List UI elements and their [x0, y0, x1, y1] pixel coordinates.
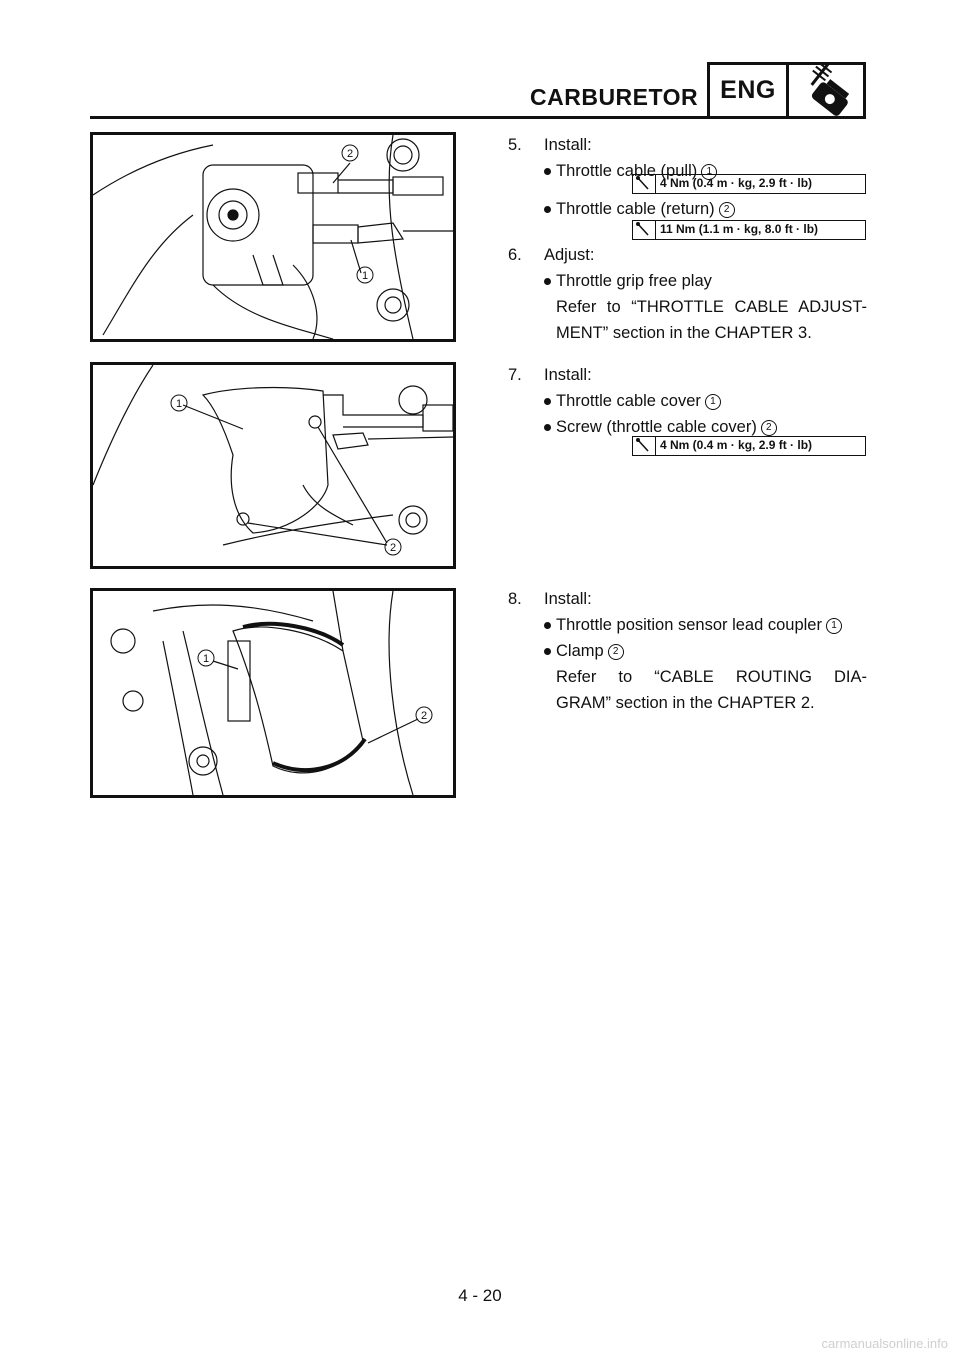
torque-wrench-icon: [633, 437, 656, 455]
bullet-item: Throttle grip free play: [544, 268, 712, 294]
torque-wrench-icon: [633, 221, 656, 239]
bullet-text: Throttle grip free play: [556, 272, 712, 290]
callout-number: 1: [701, 163, 718, 180]
step-number: 5.: [508, 136, 522, 154]
page-number: 4 - 20: [458, 1286, 502, 1305]
footer-watermark: carmanualsonline.info: [821, 1336, 948, 1351]
torque-value: 11 Nm (1.1 m · kg, 8.0 ft · lb): [660, 222, 819, 236]
reference-text: MENT” section in the CHAPTER 3.: [556, 324, 812, 342]
step-number: 8.: [508, 590, 522, 608]
step-5: 5. Install:: [508, 132, 592, 158]
callout-number: 2: [760, 419, 777, 436]
callout-number: 2: [718, 201, 735, 218]
figure-1-callout-a: 2: [347, 148, 353, 160]
step-action: Install:: [544, 136, 592, 154]
step-8: 8. Install:: [508, 586, 592, 612]
step-action: Install:: [544, 590, 592, 608]
step-action: Adjust:: [544, 246, 595, 264]
figure-throttle-cables: 2 1: [90, 132, 456, 342]
figure-3-callout-a: 1: [203, 653, 209, 665]
figure-3-callout-b: 2: [421, 710, 427, 722]
figure-tps-coupler-clamp: 1 2: [90, 588, 456, 798]
torque-spec: 4 Nm (0.4 m · kg, 2.9 ft · lb): [632, 436, 866, 456]
reference-text: GRAM” section in the CHAPTER 2.: [556, 694, 815, 712]
torque-spec: 4 Nm (0.4 m · kg, 2.9 ft · lb): [632, 174, 866, 194]
callout-number: 2: [607, 643, 624, 660]
bullet-text: Throttle position sensor lead coupler: [556, 616, 822, 634]
bullet-item: Throttle cable (pull)1: [544, 158, 718, 184]
engine-piston-icon: [789, 61, 863, 116]
section-tab-label: ENG: [710, 65, 789, 116]
bullet-text: Throttle cable cover: [556, 392, 701, 410]
step-action: Install:: [544, 366, 592, 384]
header-rule: [90, 116, 707, 119]
step-7: 7. Install:: [508, 362, 592, 388]
step-number: 7.: [508, 366, 522, 384]
bullet-text: Screw (throttle cable cover): [556, 418, 757, 436]
reference-text: Refer to “CABLE ROUTING DIA-: [556, 668, 867, 686]
figure-2-callout-a: 1: [176, 398, 182, 410]
torque-value: 4 Nm (0.4 m · kg, 2.9 ft · lb): [660, 438, 813, 452]
bullet-text: Throttle cable (return): [556, 200, 715, 218]
section-title: CARBURETOR: [530, 84, 699, 110]
section-tab: ENG: [707, 61, 866, 119]
bullet-item: Screw (throttle cable cover)2: [544, 414, 777, 440]
bullet-text: Throttle cable (pull): [556, 162, 698, 180]
bullet-item: Throttle cable (return)2: [544, 196, 735, 222]
torque-value: 4 Nm (0.4 m · kg, 2.9 ft · lb): [660, 176, 813, 190]
figure-throttle-cable-cover: 1 2: [90, 362, 456, 569]
reference-text: Refer to “THROTTLE CABLE ADJUST-: [556, 298, 867, 316]
figure-2-callout-b: 2: [390, 542, 396, 554]
torque-wrench-icon: [633, 175, 656, 193]
torque-spec: 11 Nm (1.1 m · kg, 8.0 ft · lb): [632, 220, 866, 240]
callout-number: 1: [704, 393, 721, 410]
step-6: 6. Adjust:: [508, 242, 594, 268]
bullet-text: Clamp: [556, 642, 604, 660]
figure-1-callout-b: 1: [362, 270, 368, 282]
callout-number: 1: [825, 617, 842, 634]
step-number: 6.: [508, 246, 522, 264]
